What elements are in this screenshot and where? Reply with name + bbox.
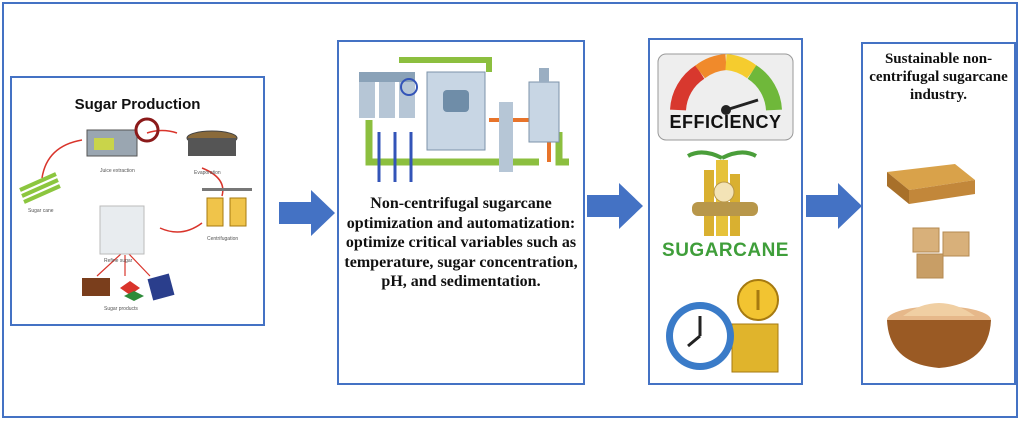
efficiency-illustration <box>657 53 794 373</box>
time-and-money-icon <box>666 279 779 373</box>
sugar-production-title: Sugar Production <box>74 96 201 113</box>
sugar-bowl-icon <box>887 303 991 368</box>
efficiency-gauge-icon <box>657 53 794 141</box>
sugarcane-label: SUGARCANE <box>662 240 789 261</box>
outer-frame <box>2 2 1018 418</box>
label-centrifugation: Centrifugation <box>207 236 239 242</box>
efficiency-label: EFFICIENCY <box>669 112 782 132</box>
efficiency-panel: EFFICIENCY SUGARCANE <box>648 38 803 385</box>
sustainable-industry-panel: Sustainable non-centrifugal sugarcane in… <box>861 42 1016 385</box>
flow-arrow-2 <box>587 183 643 229</box>
sugar-products-illustration <box>887 164 991 368</box>
sugar-cubes-icon <box>912 227 970 279</box>
sugarcane-icon <box>687 150 758 236</box>
optimization-panel: Non-centrifugal sugarcane optimization a… <box>337 40 585 385</box>
sustainable-industry-title: Sustainable non-centrifugal sugarcane in… <box>869 51 1008 103</box>
label-sugar-cane: Sugar cane <box>28 208 54 214</box>
industrial-plant-icon <box>359 57 569 182</box>
panela-block-icon <box>887 164 975 204</box>
label-juice-extraction: Juice extraction <box>100 168 135 174</box>
flow-arrow-1 <box>279 190 335 236</box>
label-evaporation: Evaporation <box>194 170 221 176</box>
label-refine-sugar: Refine sugar <box>104 258 133 264</box>
label-sugar-products: Sugar products <box>104 306 138 312</box>
flow-arrow-3 <box>806 183 862 229</box>
sugar-production-panel: Sugar Production Juice e <box>10 76 265 326</box>
optimization-description: Non-centrifugal sugarcane optimization a… <box>344 195 578 290</box>
sugar-production-illustration <box>19 117 252 301</box>
